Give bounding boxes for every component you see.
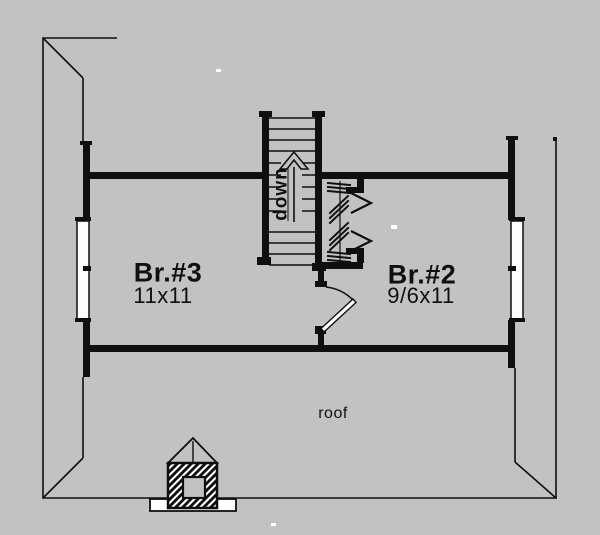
roof-outline bbox=[42, 37, 557, 499]
window-left bbox=[75, 217, 91, 322]
room-dimensions-br3: 11x11 bbox=[133, 283, 193, 308]
room-dimensions-br2: 9/6x11 bbox=[387, 283, 455, 308]
exterior-walls bbox=[80, 136, 518, 377]
scan-specks bbox=[216, 69, 397, 526]
closet bbox=[320, 179, 374, 269]
stair-direction-arrow bbox=[278, 150, 310, 222]
roof-label: roof bbox=[318, 405, 348, 422]
bifold-door-leaves bbox=[350, 192, 374, 252]
bifold-doors bbox=[326, 181, 352, 264]
staircase bbox=[257, 111, 326, 271]
stair-treads bbox=[269, 117, 315, 266]
chimney bbox=[149, 436, 237, 512]
door-swing bbox=[315, 269, 357, 346]
window-right bbox=[508, 217, 525, 322]
room-label-br3: Br.#3 bbox=[133, 257, 203, 288]
room-label-br2: Br.#2 bbox=[387, 259, 457, 290]
stair-direction-label: down bbox=[270, 167, 292, 221]
